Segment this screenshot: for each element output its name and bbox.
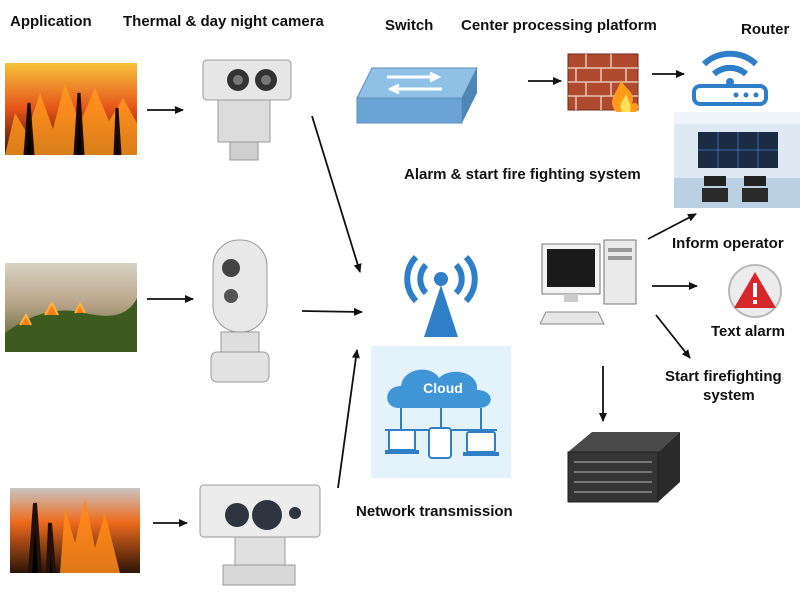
wifi-router-icon bbox=[692, 50, 768, 106]
cloud-network-icon bbox=[385, 369, 499, 459]
label-system: system bbox=[703, 387, 755, 404]
cloud-network-panel: Cloud bbox=[371, 346, 511, 478]
control-room-photo bbox=[674, 112, 800, 208]
label-center-platform: Center processing platform bbox=[461, 17, 657, 34]
label-alarm: Alarm & start fire fighting system bbox=[404, 166, 641, 183]
dual-lens-camera-icon bbox=[199, 484, 321, 586]
label-text-alarm: Text alarm bbox=[711, 323, 785, 340]
label-switch: Switch bbox=[385, 17, 434, 34]
warning-sign-icon bbox=[728, 264, 782, 318]
arrow-camera3-to-antenna bbox=[337, 349, 360, 489]
arrow-to-inform-operator bbox=[647, 213, 697, 240]
label-application: Application bbox=[10, 13, 92, 30]
forest-fire-photo bbox=[5, 63, 137, 155]
label-router: Router bbox=[741, 21, 790, 38]
thermal-camera-box-icon bbox=[202, 59, 292, 161]
cloud-label: Cloud bbox=[423, 380, 463, 396]
arrow-to-start-firefighting bbox=[655, 314, 691, 359]
nvr-recorder-icon bbox=[567, 432, 680, 503]
arrow-camera2-to-antenna bbox=[301, 307, 363, 316]
label-network-transmission: Network transmission bbox=[356, 503, 513, 520]
label-inform-operator: Inform operator bbox=[672, 235, 784, 252]
wireless-antenna-icon bbox=[404, 254, 478, 337]
firewall-icon bbox=[567, 53, 639, 112]
label-start-firefighting: Start firefighting bbox=[665, 368, 782, 385]
desktop-computer-icon bbox=[540, 239, 637, 325]
arrow-camera1-to-antenna bbox=[311, 115, 362, 273]
forest-fire-photo bbox=[10, 488, 140, 573]
hillside-fire-photo bbox=[5, 263, 137, 352]
ptz-dome-camera-icon bbox=[210, 239, 270, 383]
network-switch-icon bbox=[356, 67, 478, 124]
label-camera: Thermal & day night camera bbox=[123, 13, 324, 30]
